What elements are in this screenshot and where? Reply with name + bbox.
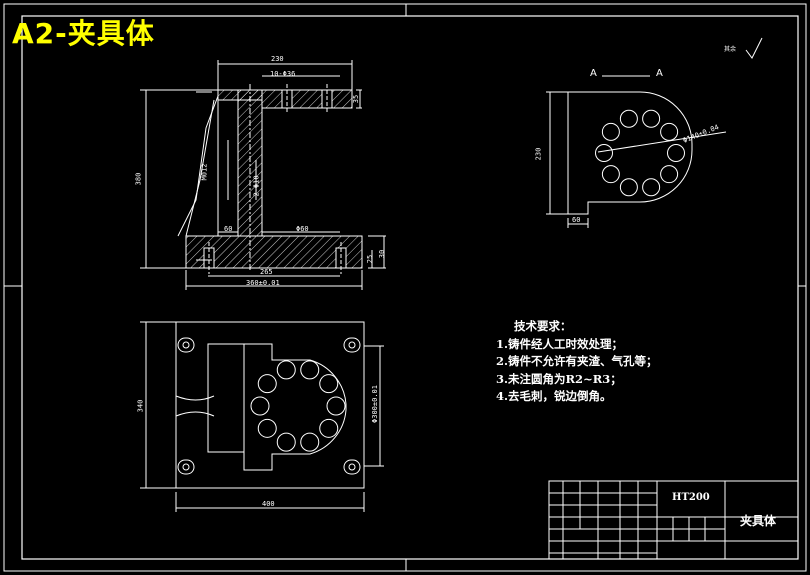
bolt-hole bbox=[300, 360, 320, 380]
plan-view-hole-ring bbox=[250, 360, 346, 452]
dim-front-inner: Φ60 bbox=[296, 225, 309, 233]
technical-requirement-item: 4.去毛刺，锐边倒角。 bbox=[496, 389, 612, 403]
front-section-view bbox=[140, 60, 386, 290]
title-block-material: HT200 bbox=[672, 492, 710, 503]
side-view-hole-ring bbox=[595, 109, 685, 197]
side-view bbox=[546, 75, 727, 228]
dim-front-base-width1: 265 bbox=[260, 268, 273, 276]
dim-plan-height: 340 bbox=[136, 399, 145, 413]
dim-front-vert1: M012 bbox=[200, 163, 209, 181]
dim-plan-width: 400 bbox=[262, 500, 275, 508]
technical-requirements: 技术要求： 1.铸件经人工时效处理； 2.铸件不允许有夹渣、气孔等； 3.未注圆… bbox=[496, 318, 658, 406]
dim-front-height: 380 bbox=[134, 172, 143, 186]
section-marker-right: A bbox=[656, 68, 663, 79]
bolt-hole bbox=[319, 374, 339, 394]
bolt-hole bbox=[257, 374, 277, 394]
bolt-hole bbox=[660, 122, 679, 141]
bolt-hole bbox=[276, 432, 296, 452]
drawing-border bbox=[3, 3, 807, 572]
bolt-hole bbox=[300, 432, 320, 452]
dim-front-small2: 30 bbox=[378, 249, 387, 259]
dim-side-height: 230 bbox=[534, 147, 543, 161]
dim-front-small3: 25 bbox=[366, 254, 375, 264]
bolt-hole bbox=[250, 396, 270, 416]
bolt-hole bbox=[276, 360, 296, 380]
roughness-note: 其余 bbox=[724, 46, 737, 53]
roughness-symbol bbox=[745, 37, 763, 59]
bolt-hole bbox=[619, 178, 638, 197]
technical-requirement-item: 3.未注圆角为R2~R3； bbox=[496, 371, 622, 386]
plan-view-bolt-slots bbox=[177, 337, 361, 475]
title-block bbox=[548, 480, 799, 560]
bolt-hole bbox=[319, 418, 339, 438]
technical-requirements-heading: 技术要求： bbox=[514, 319, 572, 333]
dim-front-holes: 10-Φ36 bbox=[270, 70, 296, 78]
bolt-hole bbox=[619, 109, 638, 128]
dim-plan-inner: Φ300±0.01 bbox=[370, 385, 379, 423]
bolt-hole bbox=[257, 418, 277, 438]
dim-front-vert2: 2-Φ10 bbox=[252, 175, 261, 197]
technical-requirement-item: 2.铸件不允许有夹渣、气孔等； bbox=[496, 354, 658, 368]
dim-front-base-width2: 360±0.01 bbox=[246, 279, 280, 287]
bolt-hole bbox=[601, 165, 620, 184]
bolt-hole bbox=[595, 144, 613, 162]
bolt-hole bbox=[326, 396, 346, 416]
title-block-part-name: 夹具体 bbox=[740, 514, 777, 528]
bolt-hole bbox=[642, 109, 661, 128]
dim-front-top-width: 230 bbox=[271, 55, 284, 63]
dim-front-small1: 35 bbox=[352, 94, 361, 104]
dim-side-width: 60 bbox=[572, 216, 581, 224]
bolt-hole bbox=[667, 144, 685, 162]
section-marker-left: A bbox=[590, 68, 597, 79]
dim-front-left-step: 60 bbox=[224, 225, 233, 233]
bolt-hole bbox=[642, 178, 661, 197]
technical-requirement-item: 1.铸件经人工时效处理； bbox=[496, 336, 624, 351]
drawing-title: A2-夹具体 bbox=[12, 17, 155, 50]
bolt-hole bbox=[601, 122, 620, 141]
plan-view bbox=[140, 321, 384, 512]
bolt-hole bbox=[660, 165, 679, 184]
